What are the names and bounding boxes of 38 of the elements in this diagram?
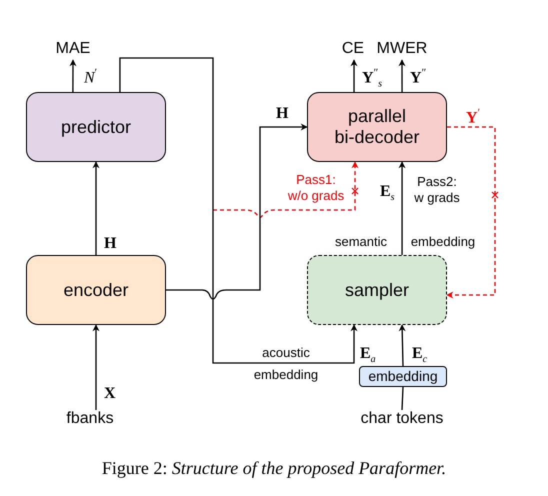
edge-label: H <box>276 106 288 122</box>
connector-line <box>401 386 404 410</box>
process-box: encoder <box>26 255 166 325</box>
text-label: char tokens <box>352 410 452 428</box>
process-box: parallel bi-decoder <box>307 92 447 162</box>
arrow <box>69 59 76 92</box>
arrow <box>92 324 100 410</box>
text-label: fbanks <box>60 410 120 428</box>
process-box: sampler <box>307 255 447 325</box>
arrow <box>398 59 406 92</box>
acoustic-embedding-label: acoustic embedding <box>252 344 320 384</box>
semantic-label: semantic <box>334 234 388 250</box>
figure-caption: Figure 2: Structure of the proposed Paraformer. <box>100 458 448 479</box>
edge-label: H <box>104 236 116 252</box>
edge-label: X <box>104 386 116 402</box>
arrow <box>92 161 100 255</box>
arrow <box>350 59 358 92</box>
arrow <box>446 126 496 298</box>
text-label: MWER <box>371 40 433 58</box>
text-label: MAE <box>50 40 96 58</box>
edge-label: N$^{′}$ <box>84 68 98 86</box>
text-label: CE <box>336 40 370 58</box>
embedding-box: embedding <box>359 366 447 387</box>
arrow <box>212 210 358 364</box>
edge-label: E$_{a}$ <box>360 346 376 366</box>
connector-line <box>119 57 214 211</box>
pass-label: Pass2: w grads <box>413 174 461 206</box>
embedding-label: embedding <box>410 234 476 250</box>
arrow <box>398 324 406 366</box>
process-box: predictor <box>26 92 166 162</box>
arrow <box>213 161 359 218</box>
edge-label: Y$^{″}$ <box>410 68 426 86</box>
edge-label: Y$^{′}$ <box>466 108 480 126</box>
edge-label: E$_{s}$ <box>380 184 395 204</box>
edge-label: E$_{c}$ <box>412 346 428 366</box>
edge-label: Pass1: w/o grads <box>286 172 346 204</box>
arrow <box>166 124 308 300</box>
arrow <box>398 161 406 255</box>
